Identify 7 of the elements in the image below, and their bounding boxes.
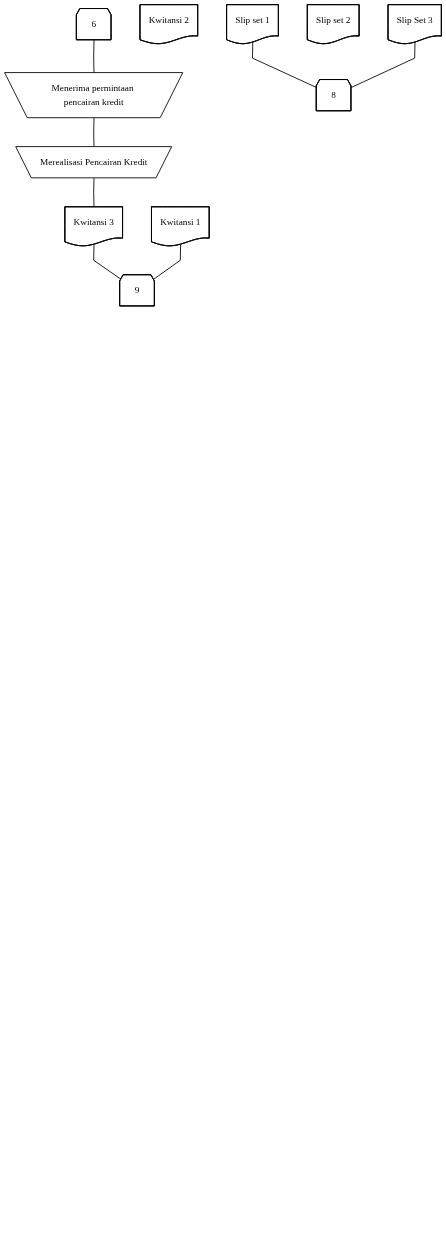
connector bbox=[93, 244, 122, 280]
connector bbox=[93, 39, 95, 74]
connector bbox=[93, 117, 95, 148]
connector bbox=[93, 177, 95, 208]
connector bbox=[350, 41, 416, 88]
connector bbox=[153, 244, 182, 280]
connector bbox=[252, 41, 317, 88]
